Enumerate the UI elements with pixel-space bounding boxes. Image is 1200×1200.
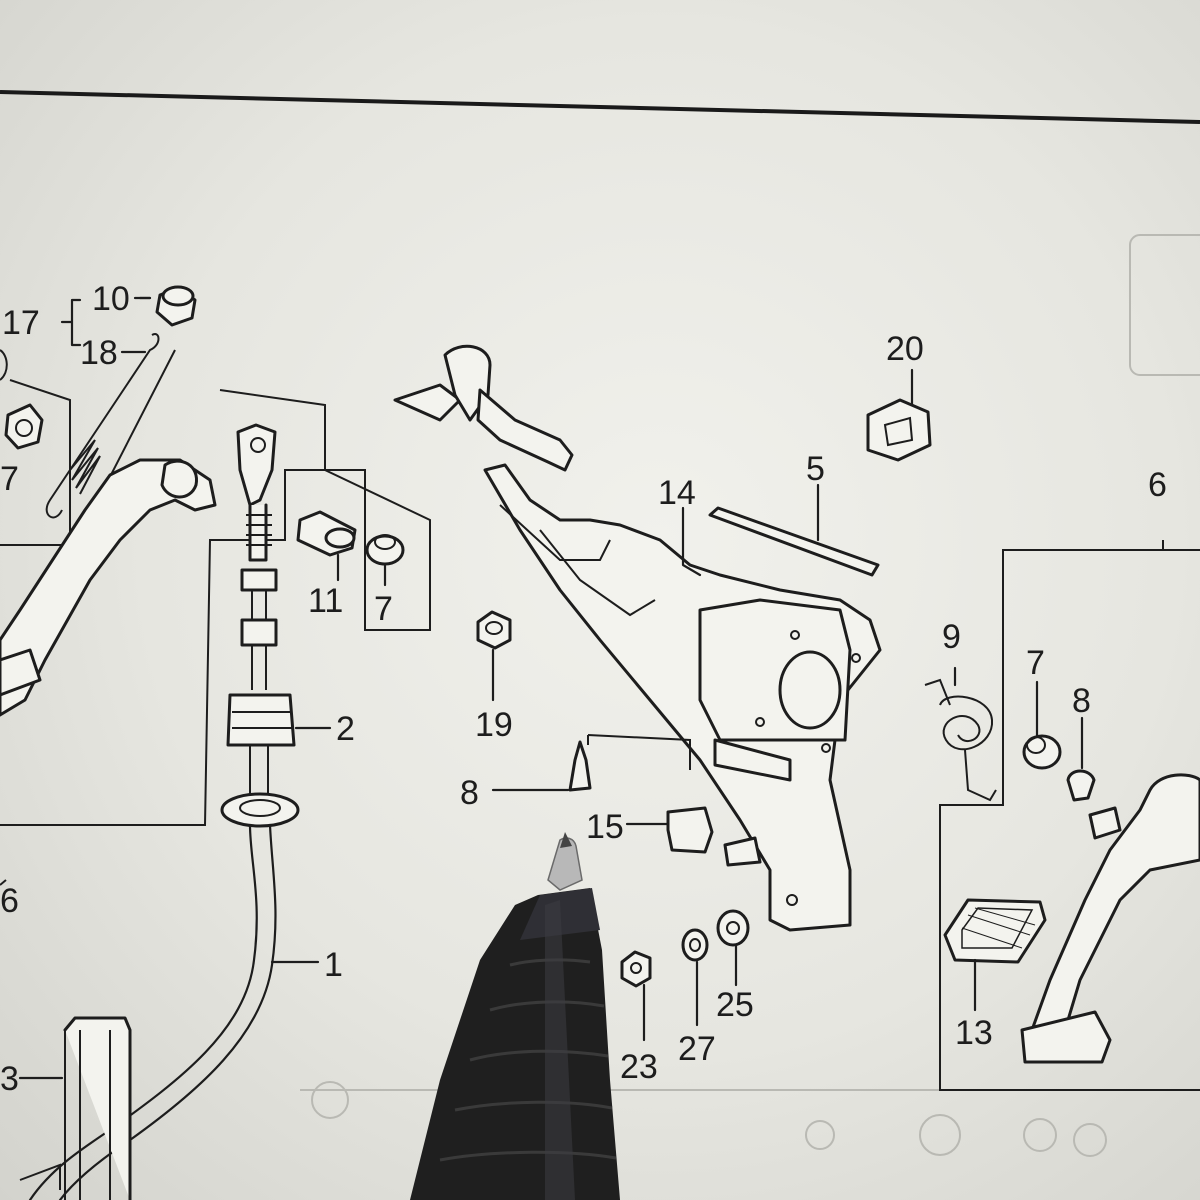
washer-part-27	[681, 928, 709, 962]
callout-6: 6	[1148, 466, 1167, 504]
leader-lines	[18, 296, 1084, 1080]
callout-27: 27	[678, 1030, 716, 1068]
callout-15: 15	[586, 808, 624, 846]
pedal-pad-part-13	[943, 898, 1047, 964]
callout-10: 10	[92, 280, 130, 318]
collar-part-7-right	[1022, 734, 1062, 770]
brake-pedal-lever	[1020, 773, 1200, 1064]
callout-6-partial: 6	[0, 882, 19, 920]
clip-part-20	[866, 398, 932, 462]
callout-1: 1	[324, 946, 343, 984]
return-spring	[45, 333, 160, 519]
callout-8-right: 8	[1072, 682, 1091, 720]
bushing-part-10	[155, 285, 197, 327]
callout-8-mid: 8	[460, 774, 479, 812]
return-spring-part-9	[924, 678, 997, 802]
callout-14: 14	[658, 474, 696, 512]
rod-part-5	[708, 506, 880, 577]
nut-part-19	[476, 610, 512, 650]
callout-19: 19	[475, 706, 513, 744]
pad-part-15	[666, 806, 714, 854]
callout-11: 11	[308, 582, 344, 620]
callout-7-mid: 7	[374, 590, 393, 628]
callout-17: 17	[2, 304, 40, 342]
pin-part-11	[296, 510, 357, 557]
stopper-part-8-right	[1066, 769, 1096, 802]
clutch-cable-end	[220, 423, 300, 828]
callout-7-left: 7	[0, 460, 19, 498]
callout-25: 25	[716, 986, 754, 1024]
stopper-part-8-mid	[568, 740, 592, 792]
nut-part-23	[620, 950, 652, 988]
callout-9: 9	[942, 618, 961, 656]
washer-part-25	[716, 909, 750, 947]
callout-7-right: 7	[1026, 644, 1045, 682]
collar-part-7-mid	[365, 534, 405, 566]
callout-23: 23	[620, 1048, 658, 1086]
callout-2: 2	[336, 710, 355, 748]
callout-18: 18	[80, 334, 118, 372]
callout-3-partial: 3	[0, 1060, 19, 1098]
callout-5: 5	[806, 450, 825, 488]
clutch-cable-part-1	[28, 823, 258, 1200]
top-rule	[0, 90, 1200, 124]
ballpoint-pen	[410, 832, 620, 1200]
center-subgroup-box	[0, 389, 431, 826]
clutch-pedal-lever	[0, 458, 217, 717]
callout-20: 20	[886, 330, 924, 368]
nut-part-7-left	[4, 403, 44, 450]
right-subgroup-box	[939, 549, 1200, 1091]
callout-13: 13	[955, 1014, 993, 1052]
pedal-bracket-part-14	[393, 344, 882, 932]
cable-bracket-part-3	[19, 1016, 132, 1200]
